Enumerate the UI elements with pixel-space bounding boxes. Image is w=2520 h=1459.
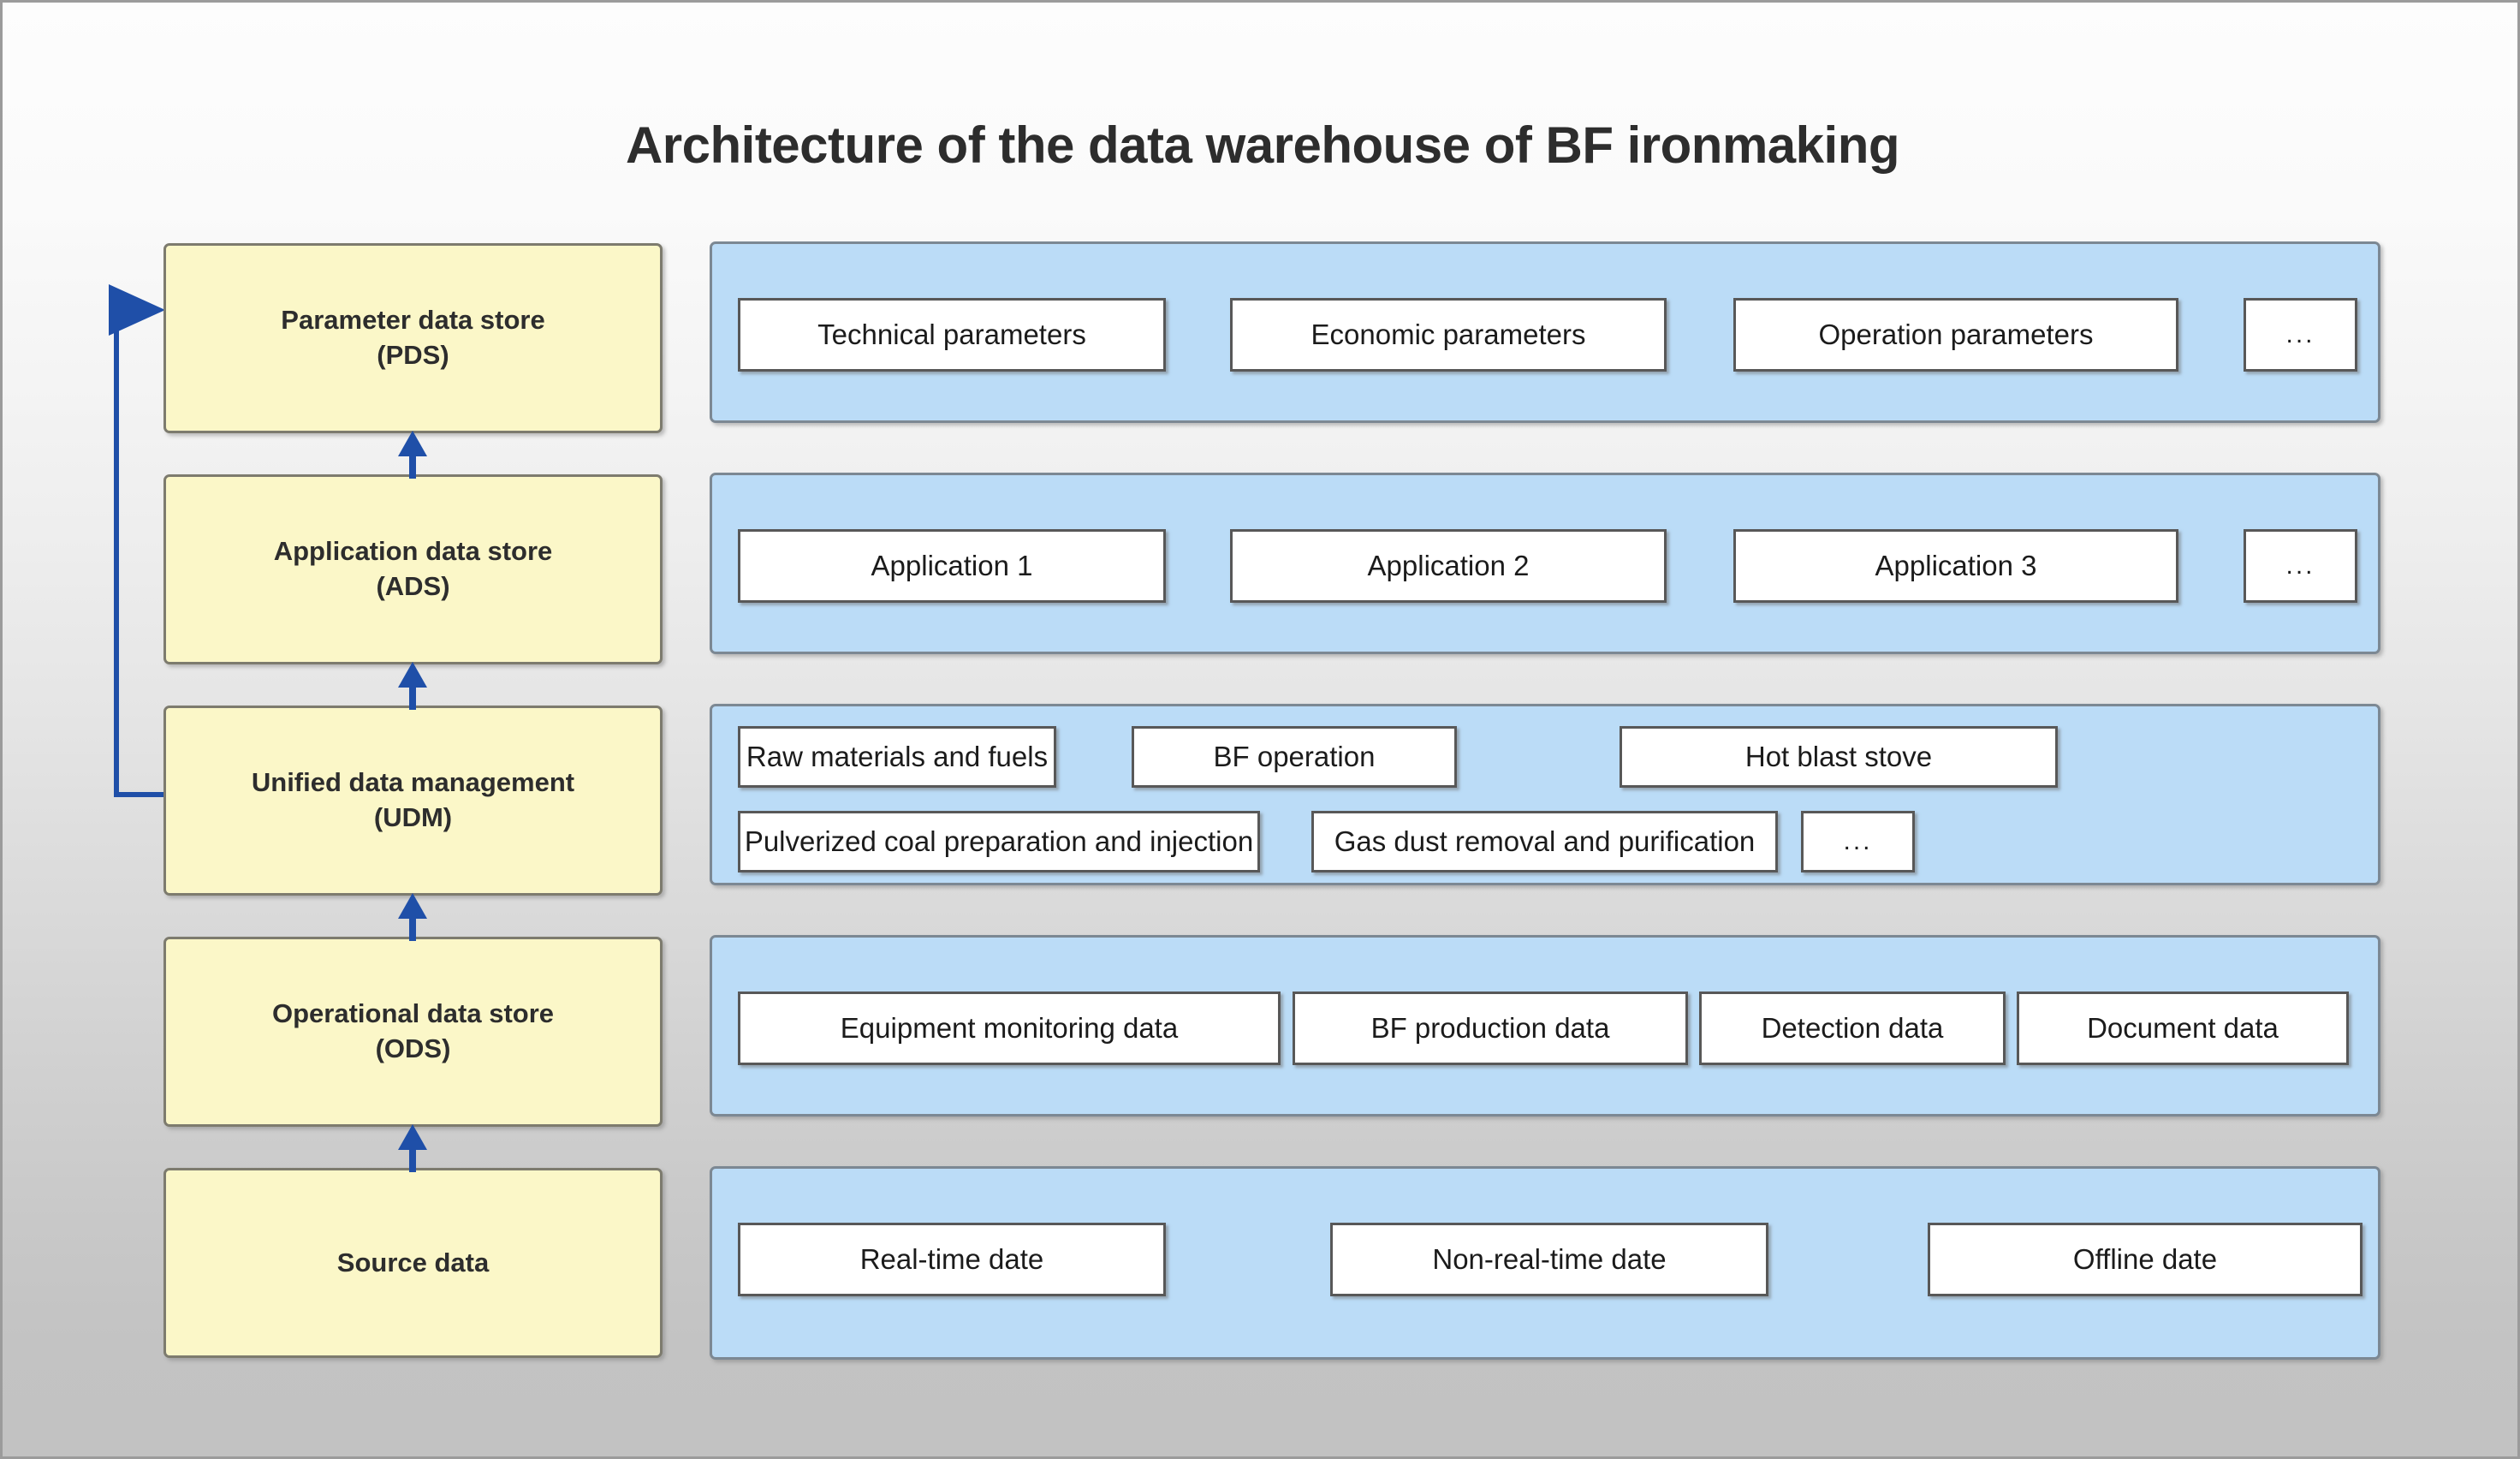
flow-arrow-ods-to-udm [398,893,427,941]
stage-label-line2: (ADS) [376,571,450,601]
flow-arrow-ads-to-pds [398,431,427,479]
chip-equipment-monitoring-data[interactable]: Equipment monitoring data [738,992,1281,1065]
feedback-arrow [109,284,165,797]
stage-label-line2: (PDS) [377,340,449,370]
chip-application-3[interactable]: Application 3 [1733,529,2178,603]
chip-hot-blast-stove[interactable]: Hot blast stove [1620,726,2058,788]
chip-non-real-time-date[interactable]: Non-real-time date [1330,1223,1768,1296]
stage-label-line2: (UDM) [373,802,453,832]
stage-label-line1: Source data [336,1247,490,1277]
panel-pds: Technical parameters Economic parameters… [710,241,2380,423]
chip-bf-production-data[interactable]: BF production data [1293,992,1688,1065]
chip-raw-materials-and-fuels[interactable]: Raw materials and fuels [738,726,1056,788]
chip-technical-parameters[interactable]: Technical parameters [738,298,1166,372]
stage-label-line1: Operational data store [271,998,555,1029]
stage-label-line1: Application data store [273,536,553,567]
panel-udm: Raw materials and fuels BF operation Hot… [710,704,2380,885]
stage-label-line2: (ODS) [375,1033,451,1063]
chip-real-time-date[interactable]: Real-time date [738,1223,1166,1296]
chip-offline-date[interactable]: Offline date [1928,1223,2362,1296]
panel-source-data: Real-time date Non-real-time date Offlin… [710,1166,2380,1360]
stage-label-line1: Unified data management [251,767,575,798]
flow-arrow-source-to-ods [398,1124,427,1172]
stage-box-pds[interactable]: Parameter data store (PDS) [163,243,663,433]
chip-economic-parameters[interactable]: Economic parameters [1230,298,1667,372]
chip-pulverized-coal-preparation-and-injection[interactable]: Pulverized coal preparation and injectio… [738,811,1260,872]
chip-more-ellipsis[interactable]: ... [1801,811,1915,872]
chip-gas-dust-removal-and-purification[interactable]: Gas dust removal and purification [1311,811,1778,872]
panel-ads: Application 1 Application 2 Application … [710,473,2380,654]
stage-box-source-data[interactable]: Source data [163,1168,663,1358]
chip-document-data[interactable]: Document data [2017,992,2349,1065]
flow-arrow-udm-to-ads [398,662,427,710]
page-title: Architecture of the data warehouse of BF… [625,116,1900,174]
chip-application-1[interactable]: Application 1 [738,529,1166,603]
stage-box-udm[interactable]: Unified data management (UDM) [163,706,663,896]
chip-detection-data[interactable]: Detection data [1699,992,2006,1065]
chip-bf-operation[interactable]: BF operation [1132,726,1457,788]
stage-box-ads[interactable]: Application data store (ADS) [163,474,663,664]
chip-operation-parameters[interactable]: Operation parameters [1733,298,2178,372]
chip-more-ellipsis[interactable]: ... [2244,298,2357,372]
panel-ods: Equipment monitoring data BF production … [710,935,2380,1117]
stage-label-line1: Parameter data store [281,305,545,336]
chip-application-2[interactable]: Application 2 [1230,529,1667,603]
chip-more-ellipsis[interactable]: ... [2244,529,2357,603]
stage-box-ods[interactable]: Operational data store (ODS) [163,937,663,1127]
